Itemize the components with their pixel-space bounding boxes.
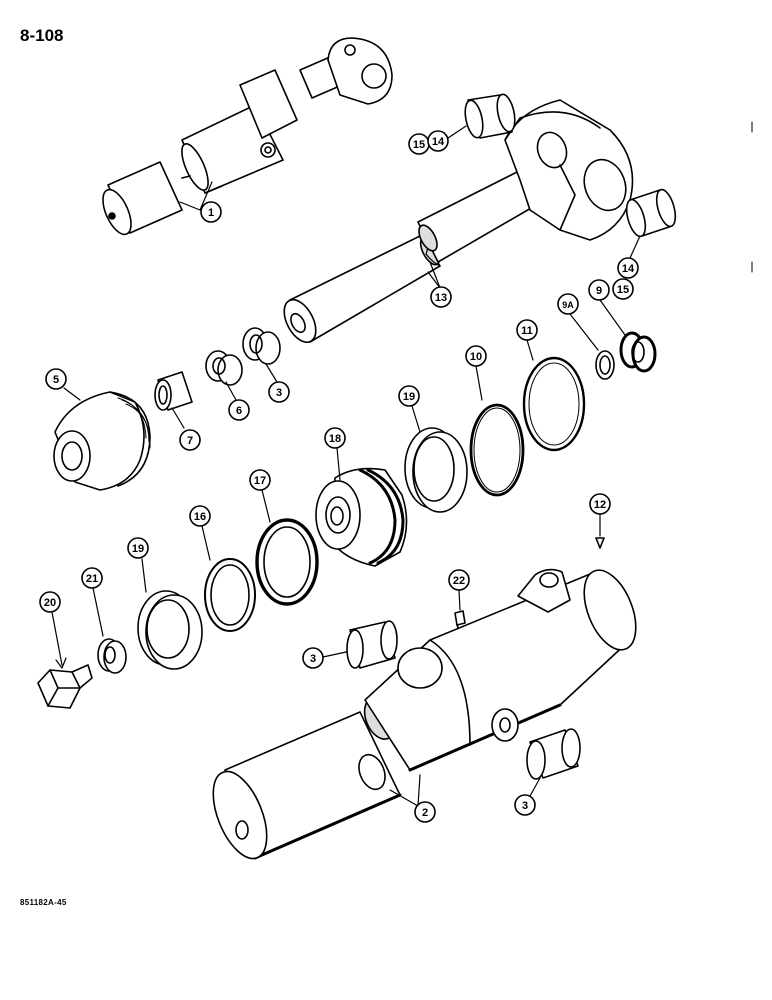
washer-21-drawing: [97, 638, 127, 674]
callout-label: 15: [413, 139, 425, 151]
wear-ring-upper-drawing: [404, 427, 468, 513]
callout-15-upper: 15: [408, 133, 430, 155]
figure-code: 851182A-45: [20, 898, 67, 907]
callout-19-lower: 19: [127, 537, 149, 593]
callout-label: 12: [594, 499, 606, 511]
callout-12: 12: [589, 493, 611, 537]
callout-9a: 9A: [557, 293, 599, 351]
rod-guide-drawing: [53, 391, 151, 491]
callout-label: 9A: [562, 300, 574, 310]
callout-label: 2: [422, 807, 428, 819]
assembled-cylinder-drawing: [102, 37, 393, 236]
callout-label: 16: [194, 511, 206, 523]
callout-label: 13: [435, 292, 447, 304]
piston-drawing: [315, 467, 408, 567]
callout-label: 14: [432, 136, 445, 148]
callout-label: 15: [617, 284, 629, 296]
callout-2: 2: [389, 774, 436, 823]
callout-15-right: 15: [612, 278, 634, 300]
callout-1: 1: [179, 181, 222, 223]
callout-label: 1: [208, 207, 214, 219]
callout-11: 11: [516, 319, 538, 361]
callout-19-upper: 19: [398, 385, 421, 433]
washer-9a-drawing: [595, 350, 615, 380]
bushing-3-upper-drawing: [346, 620, 398, 669]
callout-label: 20: [44, 597, 56, 609]
piston-seal-17-drawing: [255, 518, 319, 606]
callout-label: 11: [521, 325, 533, 337]
ring-18-drawing: [204, 558, 256, 632]
callout-label: 3: [522, 800, 528, 812]
callout-20: 20: [39, 591, 67, 669]
callout-label: 18: [329, 433, 341, 445]
callout-label: 14: [622, 263, 635, 275]
callout-label: 3: [276, 387, 282, 399]
callout-14-right: 14: [617, 235, 641, 279]
fitting-12-drawing: [595, 537, 605, 549]
bushing-upper-drawing: [464, 93, 516, 139]
o-ring-10-drawing: [469, 403, 525, 497]
wiper-drawing: [242, 327, 281, 365]
callout-16: 18: [324, 427, 346, 481]
cylinder-barrel-drawing: [212, 568, 637, 860]
bushing-right-drawing: [625, 188, 677, 238]
callout-7: 3: [265, 363, 290, 403]
callout-14-upper: 14: [427, 125, 467, 152]
callout-22: 22: [448, 569, 470, 611]
callout-label: 7: [187, 435, 193, 447]
callout-label: 3: [310, 653, 316, 665]
callout-17: 17: [249, 469, 271, 523]
callout-3-lower: 3: [514, 777, 541, 816]
bearing-drawing: [154, 371, 193, 411]
callout-3-upper: 3: [302, 647, 347, 669]
piston-rod-drawing: [283, 99, 634, 344]
callout-10: 10: [465, 345, 487, 401]
callout-21: 21: [81, 567, 104, 637]
piston-nut-drawing: [37, 664, 93, 709]
callout-label: 6: [236, 405, 242, 417]
callout-6: 6: [225, 381, 250, 421]
backup-ring-11-drawing: [522, 356, 586, 452]
callout-label: 17: [254, 475, 266, 487]
wear-ring-lower-drawing: [137, 590, 203, 670]
callout-18: 16: [189, 505, 211, 561]
callout-label: 21: [86, 573, 98, 585]
callout-9: 9: [588, 279, 626, 336]
page-number: 8-108: [20, 26, 64, 45]
callout-label: 10: [470, 351, 482, 363]
callout-label: 22: [453, 575, 465, 587]
callout-label: 19: [132, 543, 144, 555]
callout-label: 19: [403, 391, 415, 403]
callout-label: 5: [53, 374, 59, 386]
callout-8: 7: [171, 407, 201, 451]
callout-5: 5: [45, 368, 81, 401]
seal-9-drawing: [619, 331, 657, 373]
callout-13: 13: [427, 261, 452, 308]
callout-label: 9: [596, 285, 602, 297]
rod-seal-drawing: [205, 350, 243, 386]
bushing-3-lower-drawing: [526, 728, 581, 780]
